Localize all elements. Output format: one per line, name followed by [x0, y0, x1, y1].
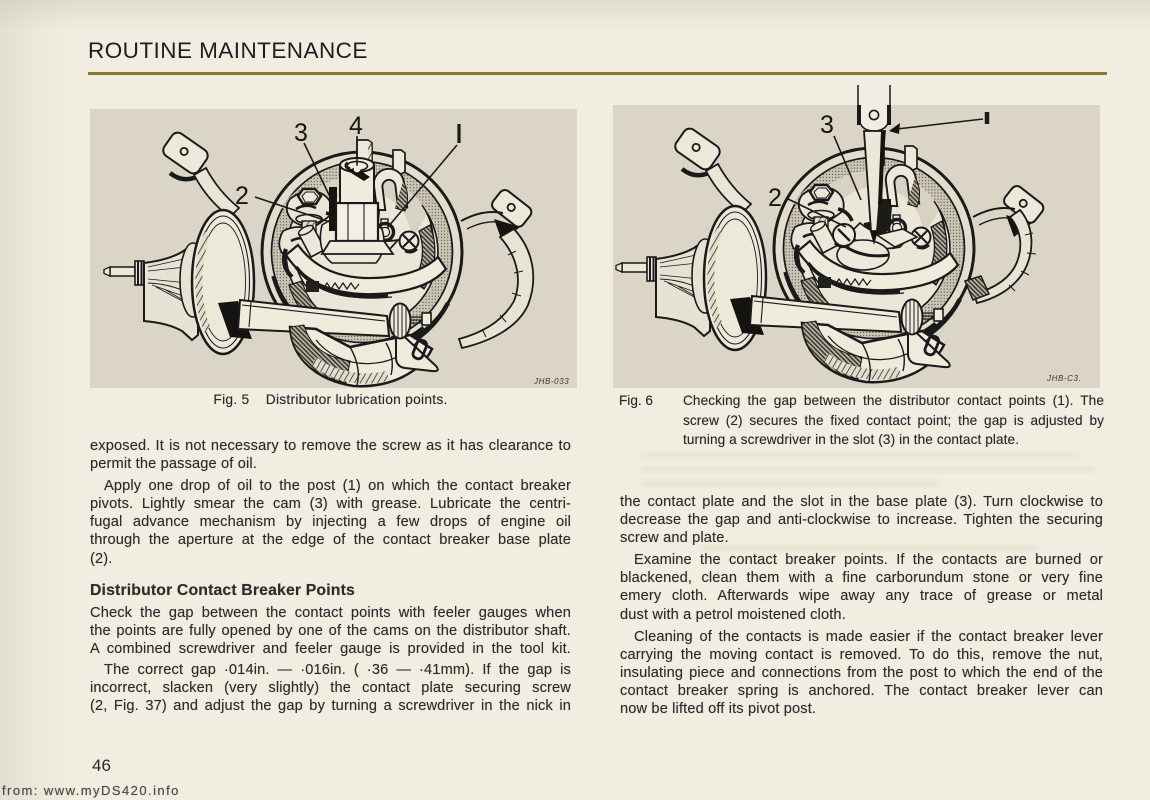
svg-text:3: 3: [820, 111, 834, 139]
svg-text:2: 2: [235, 182, 249, 210]
svg-text:JHB-033: JHB-033: [533, 377, 569, 386]
svg-text:2: 2: [768, 184, 782, 212]
svg-text:4: 4: [349, 112, 363, 140]
svg-text:JHB-C3.: JHB-C3.: [1046, 374, 1081, 383]
svg-text:3: 3: [294, 119, 308, 147]
